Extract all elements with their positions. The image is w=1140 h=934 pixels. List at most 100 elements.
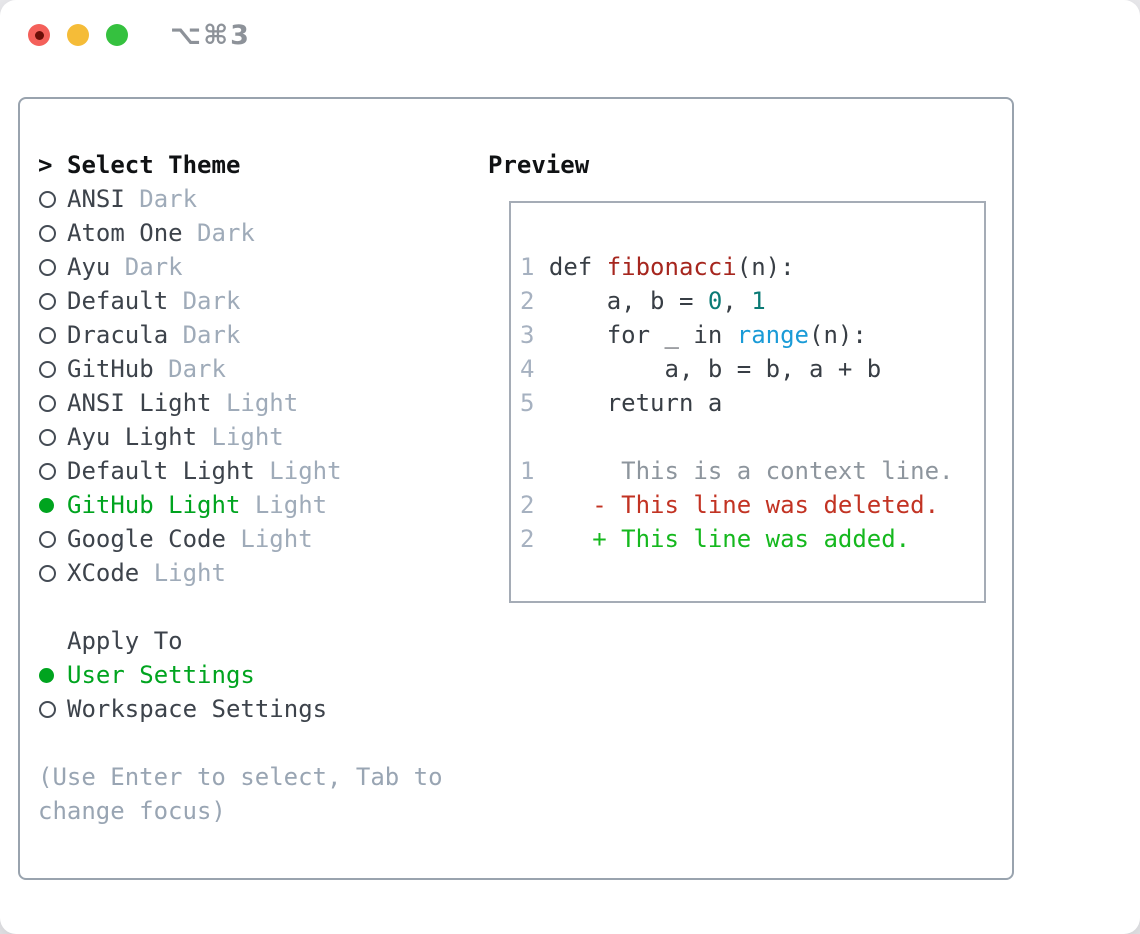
theme-variant: Light (225, 525, 313, 553)
radio-marker (38, 394, 67, 412)
code-line (520, 420, 984, 454)
radio-selected-icon (39, 667, 54, 683)
radio-marker (38, 292, 67, 310)
theme-name: Ayu (67, 253, 111, 281)
radio-marker (38, 428, 67, 446)
code-line: 2 - This line was deleted. (520, 488, 984, 522)
apply-option[interactable]: Workspace Settings (38, 692, 488, 726)
code-token: 0 (707, 287, 723, 315)
theme-option[interactable]: Default Dark (38, 284, 488, 318)
code-line: 4 a, b = b, a + b (520, 352, 984, 386)
minimize-button[interactable] (67, 24, 89, 46)
radio-icon (39, 360, 56, 378)
code-token: - This line was deleted. (534, 491, 940, 519)
code-token: def (534, 253, 607, 281)
theme-option[interactable]: ANSI Light Light (38, 386, 488, 420)
line-number: 5 (520, 389, 535, 417)
radio-marker (38, 360, 67, 378)
theme-name: Default (67, 287, 169, 315)
apply-option-label: Workspace Settings (67, 695, 328, 723)
radio-marker (38, 258, 67, 276)
apply-section-title: Apply To (67, 627, 183, 655)
radio-icon (39, 326, 56, 344)
apply-section-header: Apply To (38, 624, 488, 658)
theme-option[interactable]: Google Code Light (38, 522, 488, 556)
code-line: 1 def fibonacci(n): (520, 250, 984, 284)
theme-section-header: > Select Theme (38, 148, 488, 182)
radio-marker (38, 224, 67, 242)
theme-name: ANSI Light (67, 389, 212, 417)
code-token: 1 (751, 287, 766, 315)
preview-title: Preview (488, 151, 590, 179)
theme-variant: Dark (182, 219, 255, 247)
radio-icon (39, 394, 56, 412)
radio-marker (38, 530, 67, 548)
apply-option[interactable]: User Settings (38, 658, 488, 692)
code-token: a, b = b, a + b (534, 355, 882, 383)
theme-option[interactable]: GitHub Light Light (38, 488, 488, 522)
theme-option[interactable]: Dracula Dark (38, 318, 488, 352)
theme-name: Default Light (67, 457, 255, 485)
radio-marker (38, 497, 67, 513)
zoom-button[interactable] (106, 24, 128, 46)
radio-icon (39, 292, 56, 310)
theme-name: Ayu Light (67, 423, 198, 451)
theme-name: Google Code (67, 525, 226, 553)
line-number: 2 (520, 525, 535, 553)
code-line: 5 return a (520, 386, 984, 420)
unsaved-indicator-icon (34, 30, 44, 40)
cursor-arrow: > (38, 151, 53, 179)
theme-variant: Dark (153, 355, 226, 383)
theme-option[interactable]: XCode Light (38, 556, 488, 590)
radio-selected-icon (39, 497, 54, 513)
radio-marker (38, 190, 67, 208)
theme-option[interactable]: Ayu Light Light (38, 420, 488, 454)
line-number: 2 (520, 491, 535, 519)
apply-option-label: User Settings (67, 661, 255, 689)
theme-variant: Dark (168, 321, 241, 349)
code-token: for _ in (534, 321, 737, 349)
line-number: 1 (520, 253, 535, 281)
radio-icon (39, 224, 56, 242)
code-token: + This line was added. (534, 525, 911, 553)
radio-marker (38, 326, 67, 344)
theme-option[interactable]: Atom One Dark (38, 216, 488, 250)
theme-name: ANSI (67, 185, 125, 213)
code-line: 1 This is a context line. (520, 454, 984, 488)
theme-variant: Dark (110, 253, 183, 281)
theme-section-title: Select Theme (67, 151, 241, 179)
preview-column: Preview 1 def fibonacci(n):2 a, b = 0, 1… (488, 148, 994, 603)
theme-variant: Light (197, 423, 284, 451)
theme-name: XCode (67, 559, 140, 587)
theme-name: GitHub Light (67, 491, 241, 519)
radio-marker (38, 462, 67, 480)
theme-option[interactable]: Ayu Dark (38, 250, 488, 284)
theme-name: GitHub (67, 355, 154, 383)
line-number: 4 (520, 355, 535, 383)
close-button[interactable] (28, 24, 50, 46)
code-line: 3 for _ in range(n): (520, 318, 984, 352)
radio-marker (38, 700, 67, 718)
radio-marker (38, 564, 67, 582)
code-token: a, b = (534, 287, 708, 315)
theme-variant: Dark (168, 287, 241, 315)
line-number: 1 (520, 457, 535, 485)
theme-name: Atom One (67, 219, 183, 247)
radio-icon (39, 530, 56, 548)
window-title: ⌥⌘3 (170, 19, 251, 51)
theme-option[interactable]: GitHub Dark (38, 352, 488, 386)
keyboard-hint: (Use Enter to select, Tab to change focu… (38, 763, 443, 825)
radio-icon (39, 190, 56, 208)
radio-marker (38, 667, 67, 683)
code-token: range (736, 321, 809, 349)
code-token: (n): (736, 253, 795, 281)
radio-icon (39, 564, 56, 582)
code-line: 2 a, b = 0, 1 (520, 284, 984, 318)
theme-option[interactable]: Default Light Light (38, 454, 488, 488)
theme-option[interactable]: ANSI Dark (38, 182, 488, 216)
spacer (38, 726, 488, 760)
